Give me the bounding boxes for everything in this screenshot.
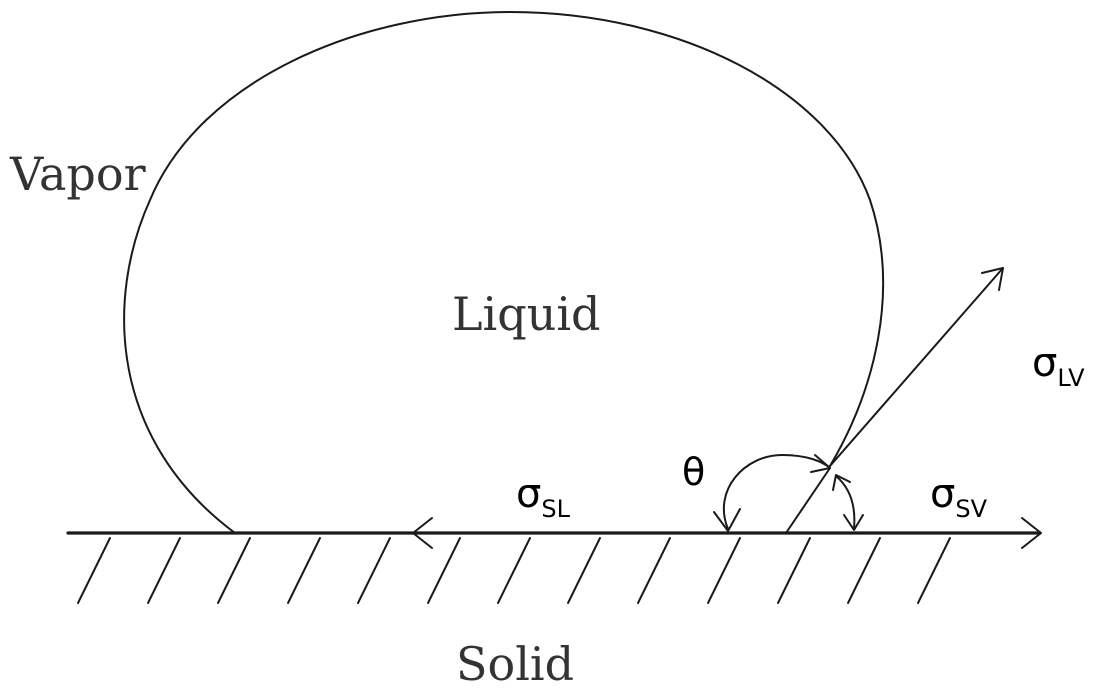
sigma-lv-subscript: LV: [1057, 364, 1085, 392]
sigma-lv-arrowhead: [981, 267, 1004, 291]
sigma-lv-base: σ: [1032, 340, 1057, 386]
solid-hatching: [77, 537, 951, 604]
sigma-sl-arrowhead: [412, 517, 433, 549]
theta-arc: [722, 454, 831, 530]
small-arc-arrowhead-top: [832, 474, 851, 491]
droplet-outline: [123, 11, 885, 534]
sigma-sv-base: σ: [930, 471, 955, 517]
sigma-sv-subscript: SV: [955, 495, 987, 523]
theta-arc-arrowhead-bottom: [713, 508, 741, 532]
sigma-sl-subscript: SL: [541, 495, 570, 523]
sigma-lv-arrow-shaft: [829, 267, 1004, 467]
small-angle-arc: [835, 475, 856, 529]
theta-arc-arrowhead-top: [810, 454, 831, 473]
tangent-line: [785, 467, 831, 534]
sigma-sl-label: σSL: [516, 471, 571, 523]
liquid-label: Liquid: [452, 287, 601, 341]
sigma-sv-label: σSV: [930, 471, 988, 523]
small-arc-arrowhead-bottom: [843, 514, 864, 531]
theta-label: θ: [682, 450, 705, 494]
solid-label: Solid: [456, 637, 574, 691]
sigma-sv-arrowhead: [1021, 517, 1042, 549]
vapor-label: Vapor: [9, 147, 146, 201]
sigma-sl-base: σ: [516, 471, 541, 517]
sigma-lv-label: σLV: [1032, 340, 1085, 392]
